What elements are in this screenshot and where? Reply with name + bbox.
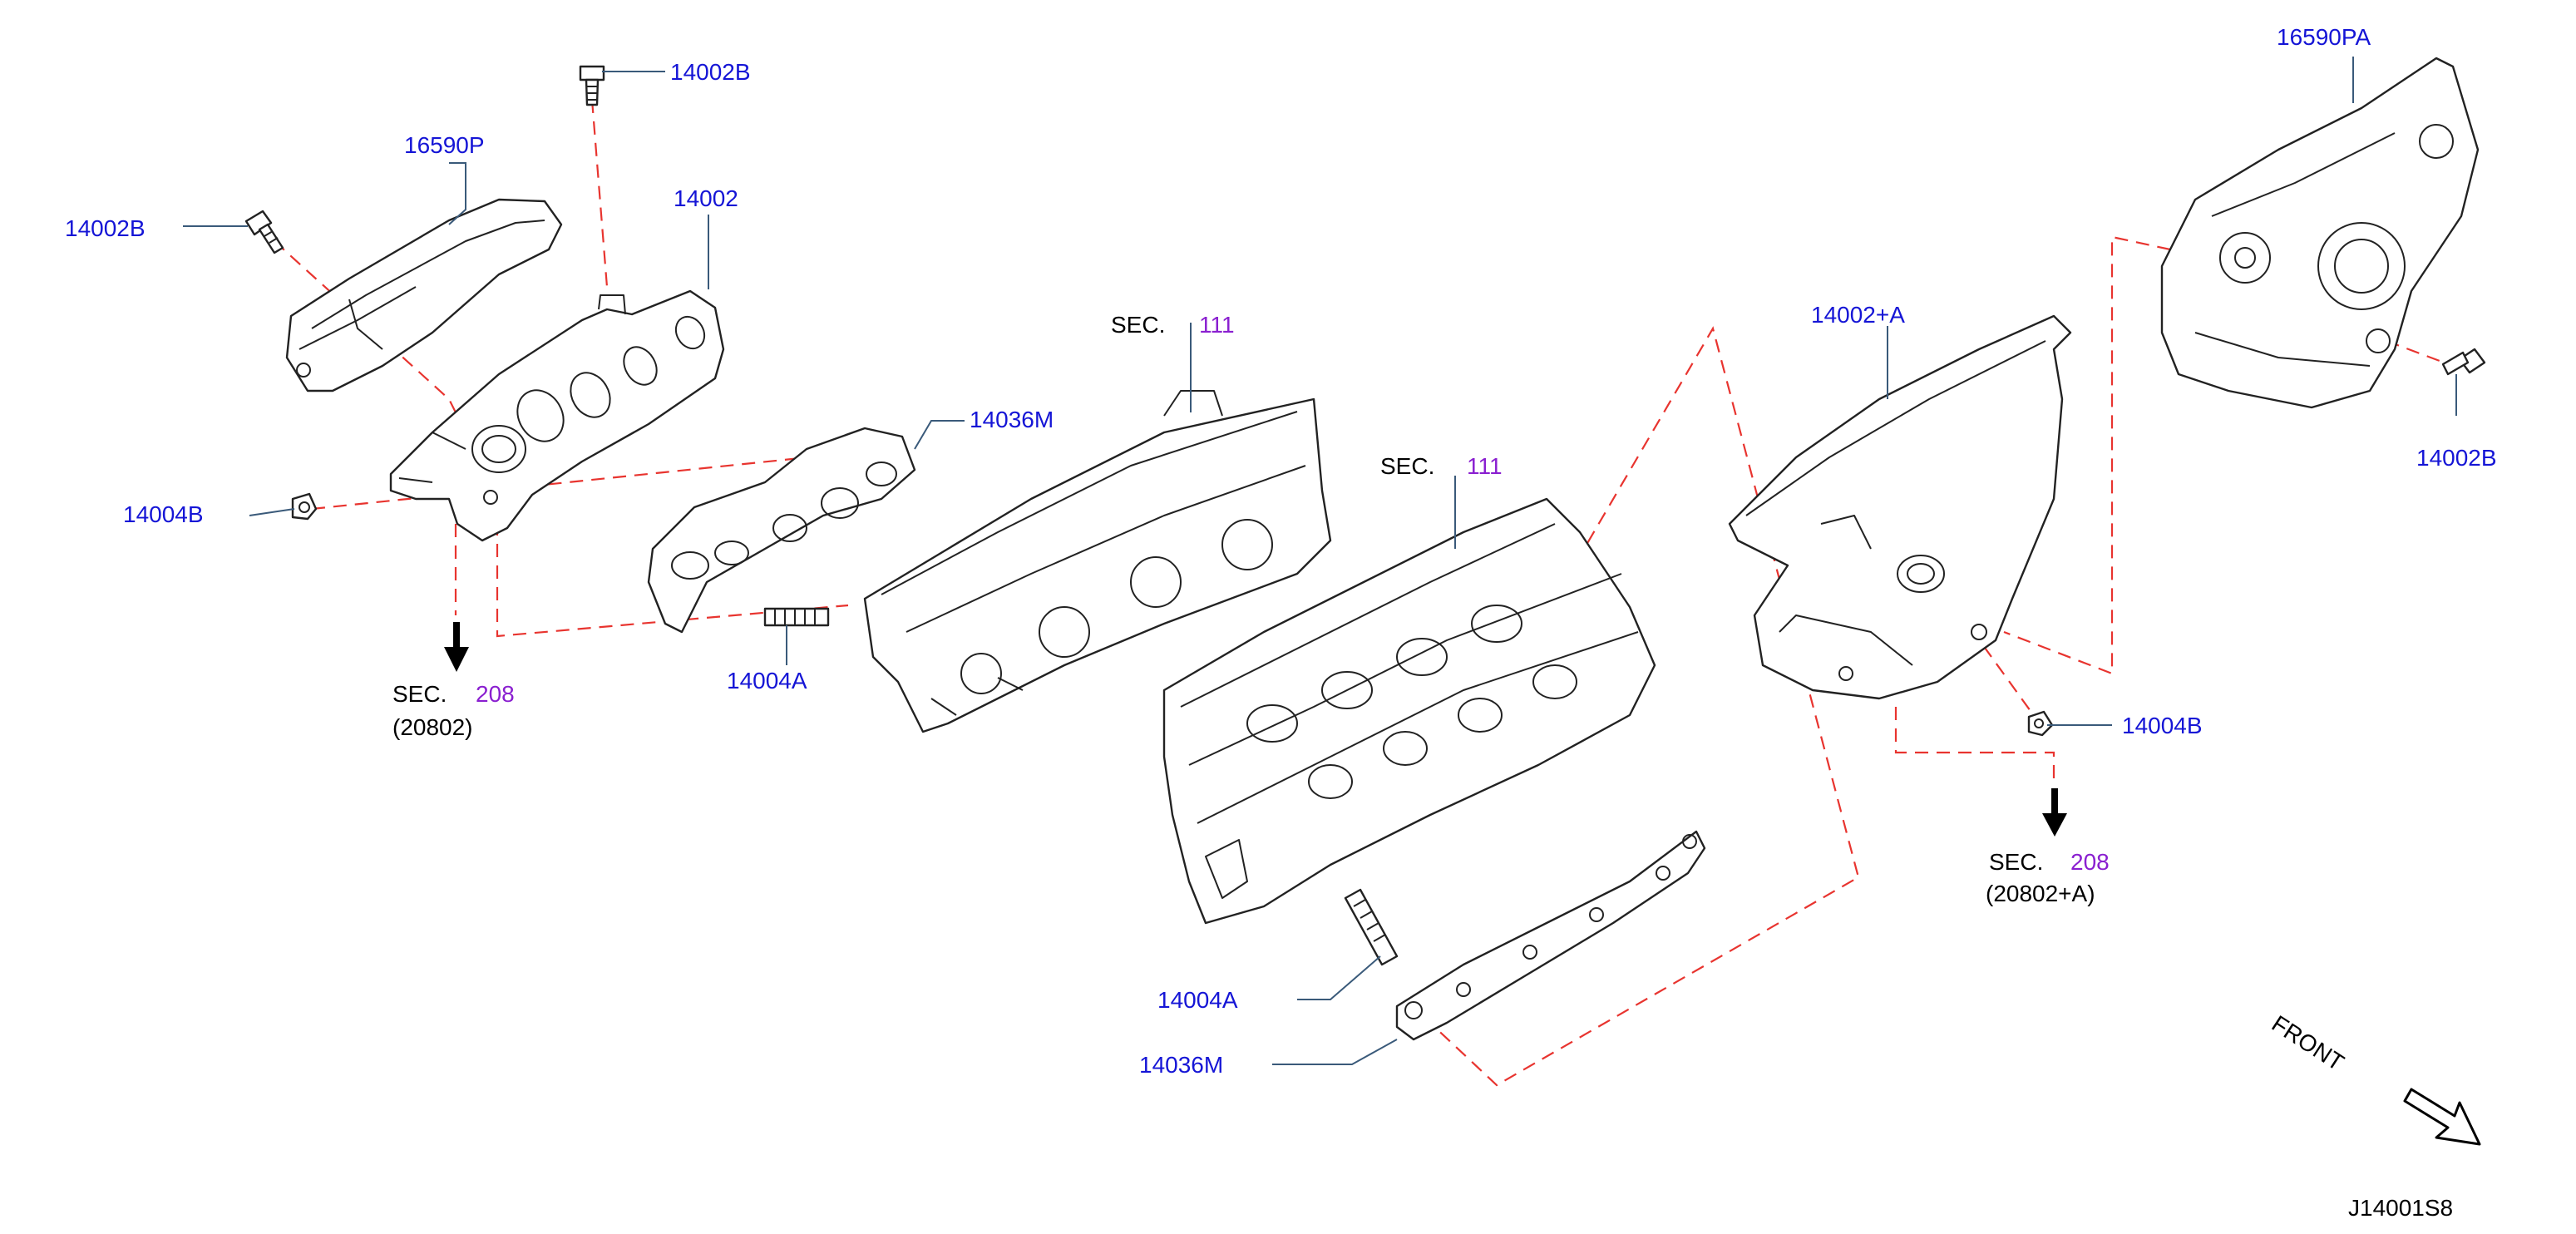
section-number-208-left[interactable]: 208 — [476, 681, 515, 707]
stud-14004a-lower[interactable] — [1344, 888, 1399, 966]
section-label-111-upper: SEC. — [1111, 312, 1165, 338]
heat-shield-16590p[interactable] — [285, 198, 563, 392]
part-label-14004b-right[interactable]: 14004B — [2122, 713, 2203, 738]
bolt-14002b-top[interactable] — [579, 65, 605, 106]
bolt-14002b-right[interactable] — [2441, 348, 2486, 376]
part-label-14004a-lower[interactable]: 14004A — [1157, 987, 1238, 1013]
gasket-14036m-lower[interactable] — [1395, 830, 1706, 1041]
section-label-208-right: SEC. — [1989, 849, 2043, 875]
gasket-14036m-upper[interactable] — [647, 427, 916, 634]
part-label-14036m-upper[interactable]: 14036M — [970, 407, 1054, 432]
nut-14004b-right[interactable] — [2027, 710, 2054, 737]
front-arrow-icon — [2403, 1088, 2481, 1146]
part-label-14002a[interactable]: 14002+A — [1811, 302, 1905, 328]
down-arrow-icon-left — [444, 622, 469, 672]
diagram-id: J14001S8 — [2348, 1195, 2453, 1221]
exhaust-manifold-14002a[interactable] — [1728, 314, 2072, 700]
labels: 14002B 16590P 14002B 14002 14004B SEC. 1… — [65, 24, 2497, 1221]
part-label-14002[interactable]: 14002 — [674, 185, 738, 211]
section-subref-20802a: (20802+A) — [1986, 881, 2095, 906]
section-number-111-upper[interactable]: 111 — [1199, 312, 1235, 338]
part-label-14004b-left[interactable]: 14004B — [123, 501, 204, 527]
part-label-14004a-upper[interactable]: 14004A — [727, 668, 807, 694]
nut-14004b-left[interactable] — [291, 492, 318, 521]
leader-lines — [183, 57, 2457, 1065]
part-label-14002b-left[interactable]: 14002B — [65, 215, 146, 241]
section-subref-20802: (20802) — [392, 714, 473, 740]
section-number-111-lower[interactable]: 111 — [1467, 453, 1503, 479]
stud-14004a-upper[interactable] — [763, 607, 830, 627]
part-label-16590pa[interactable]: 16590PA — [2277, 24, 2371, 50]
bolt-14002b-left[interactable] — [244, 210, 284, 254]
part-label-16590p[interactable]: 16590P — [404, 132, 485, 158]
heat-shield-16590pa[interactable] — [2160, 57, 2480, 409]
part-label-14002b-right[interactable]: 14002B — [2416, 445, 2497, 471]
section-number-208-right[interactable]: 208 — [2070, 849, 2110, 875]
down-arrow-icon-right — [2042, 788, 2067, 837]
section-label-111-lower: SEC. — [1380, 453, 1434, 479]
cylinder-head-lower[interactable] — [1162, 497, 1656, 925]
part-label-14036m-lower[interactable]: 14036M — [1139, 1052, 1223, 1078]
part-label-14002b-top[interactable]: 14002B — [670, 59, 751, 85]
front-label: FRONT — [2268, 1010, 2349, 1076]
exhaust-manifold-14002[interactable] — [389, 289, 725, 542]
section-label-208-left: SEC. — [392, 681, 447, 707]
cylinder-head-upper[interactable] — [863, 390, 1332, 733]
